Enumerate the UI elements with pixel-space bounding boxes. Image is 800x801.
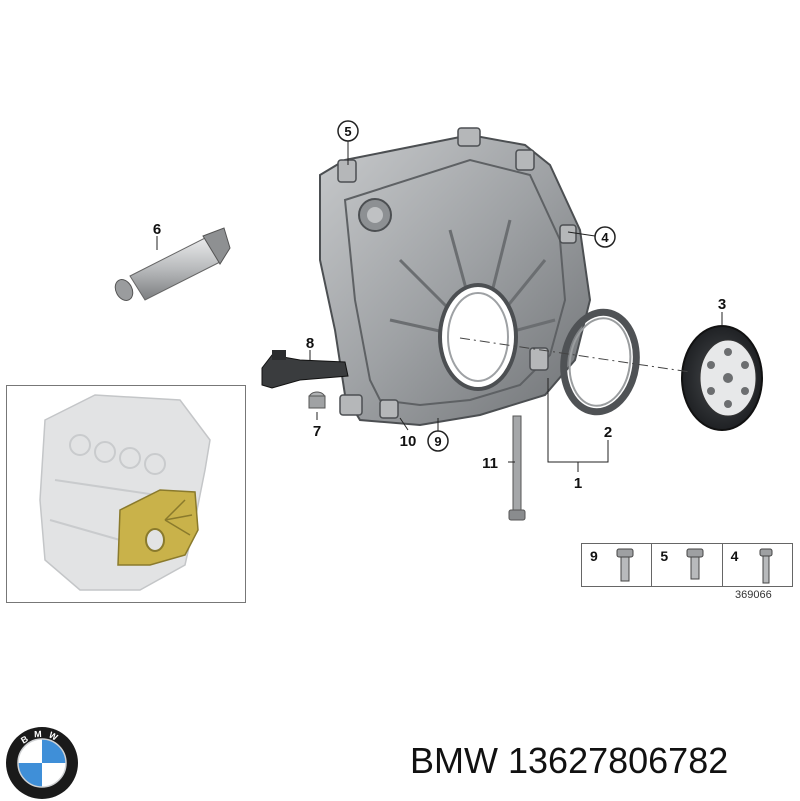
callout-1: 1 xyxy=(574,475,582,492)
callout-11: 11 xyxy=(482,455,498,472)
svg-text:5: 5 xyxy=(344,124,351,139)
bmw-logo-icon: BMW xyxy=(6,727,78,799)
hardware-number: 4 xyxy=(730,548,739,564)
hardware-number: 5 xyxy=(660,548,669,564)
hardware-cell-5: 5 xyxy=(652,544,723,586)
shaft-seal-ring-part xyxy=(560,308,640,416)
hardware-cell-9: 9 xyxy=(582,544,653,586)
flange-bolt-icon xyxy=(616,548,634,582)
callout-4: 4 xyxy=(594,226,616,248)
hardware-table: 9 5 4 xyxy=(581,543,793,587)
long-bolt-part xyxy=(508,415,526,521)
callout-7: 7 xyxy=(313,423,321,440)
diagram-reference-number: 369066 xyxy=(735,589,772,601)
callout-2: 2 xyxy=(604,424,612,441)
sensor-part xyxy=(261,350,349,389)
sealant-tube-part xyxy=(114,227,231,301)
callout-6: 6 xyxy=(153,221,161,238)
hardware-number: 9 xyxy=(590,548,598,564)
callout-8: 8 xyxy=(306,335,314,352)
flange-bolt-icon xyxy=(686,548,704,580)
svg-text:4: 4 xyxy=(601,230,609,245)
stud-bolt-icon xyxy=(759,548,773,584)
hardware-cell-4: 4 xyxy=(723,544,792,586)
callout-3: 3 xyxy=(718,296,726,313)
spacer-part xyxy=(308,391,326,409)
leader-lines xyxy=(156,140,723,472)
svg-text:9: 9 xyxy=(434,434,441,449)
callout-5: 5 xyxy=(337,120,359,142)
part-number: 13627806782 xyxy=(508,740,729,781)
engine-inset-frame xyxy=(6,385,246,603)
callout-9: 9 xyxy=(427,430,449,452)
brand-part-number-line: BMW 13627806782 xyxy=(410,740,728,782)
callout-10: 10 xyxy=(400,433,417,450)
brand-name: BMW xyxy=(410,740,498,781)
engine-inset-illustration xyxy=(39,394,211,591)
timing-case-cover-part xyxy=(319,127,592,427)
sender-wheel-part xyxy=(681,325,763,431)
